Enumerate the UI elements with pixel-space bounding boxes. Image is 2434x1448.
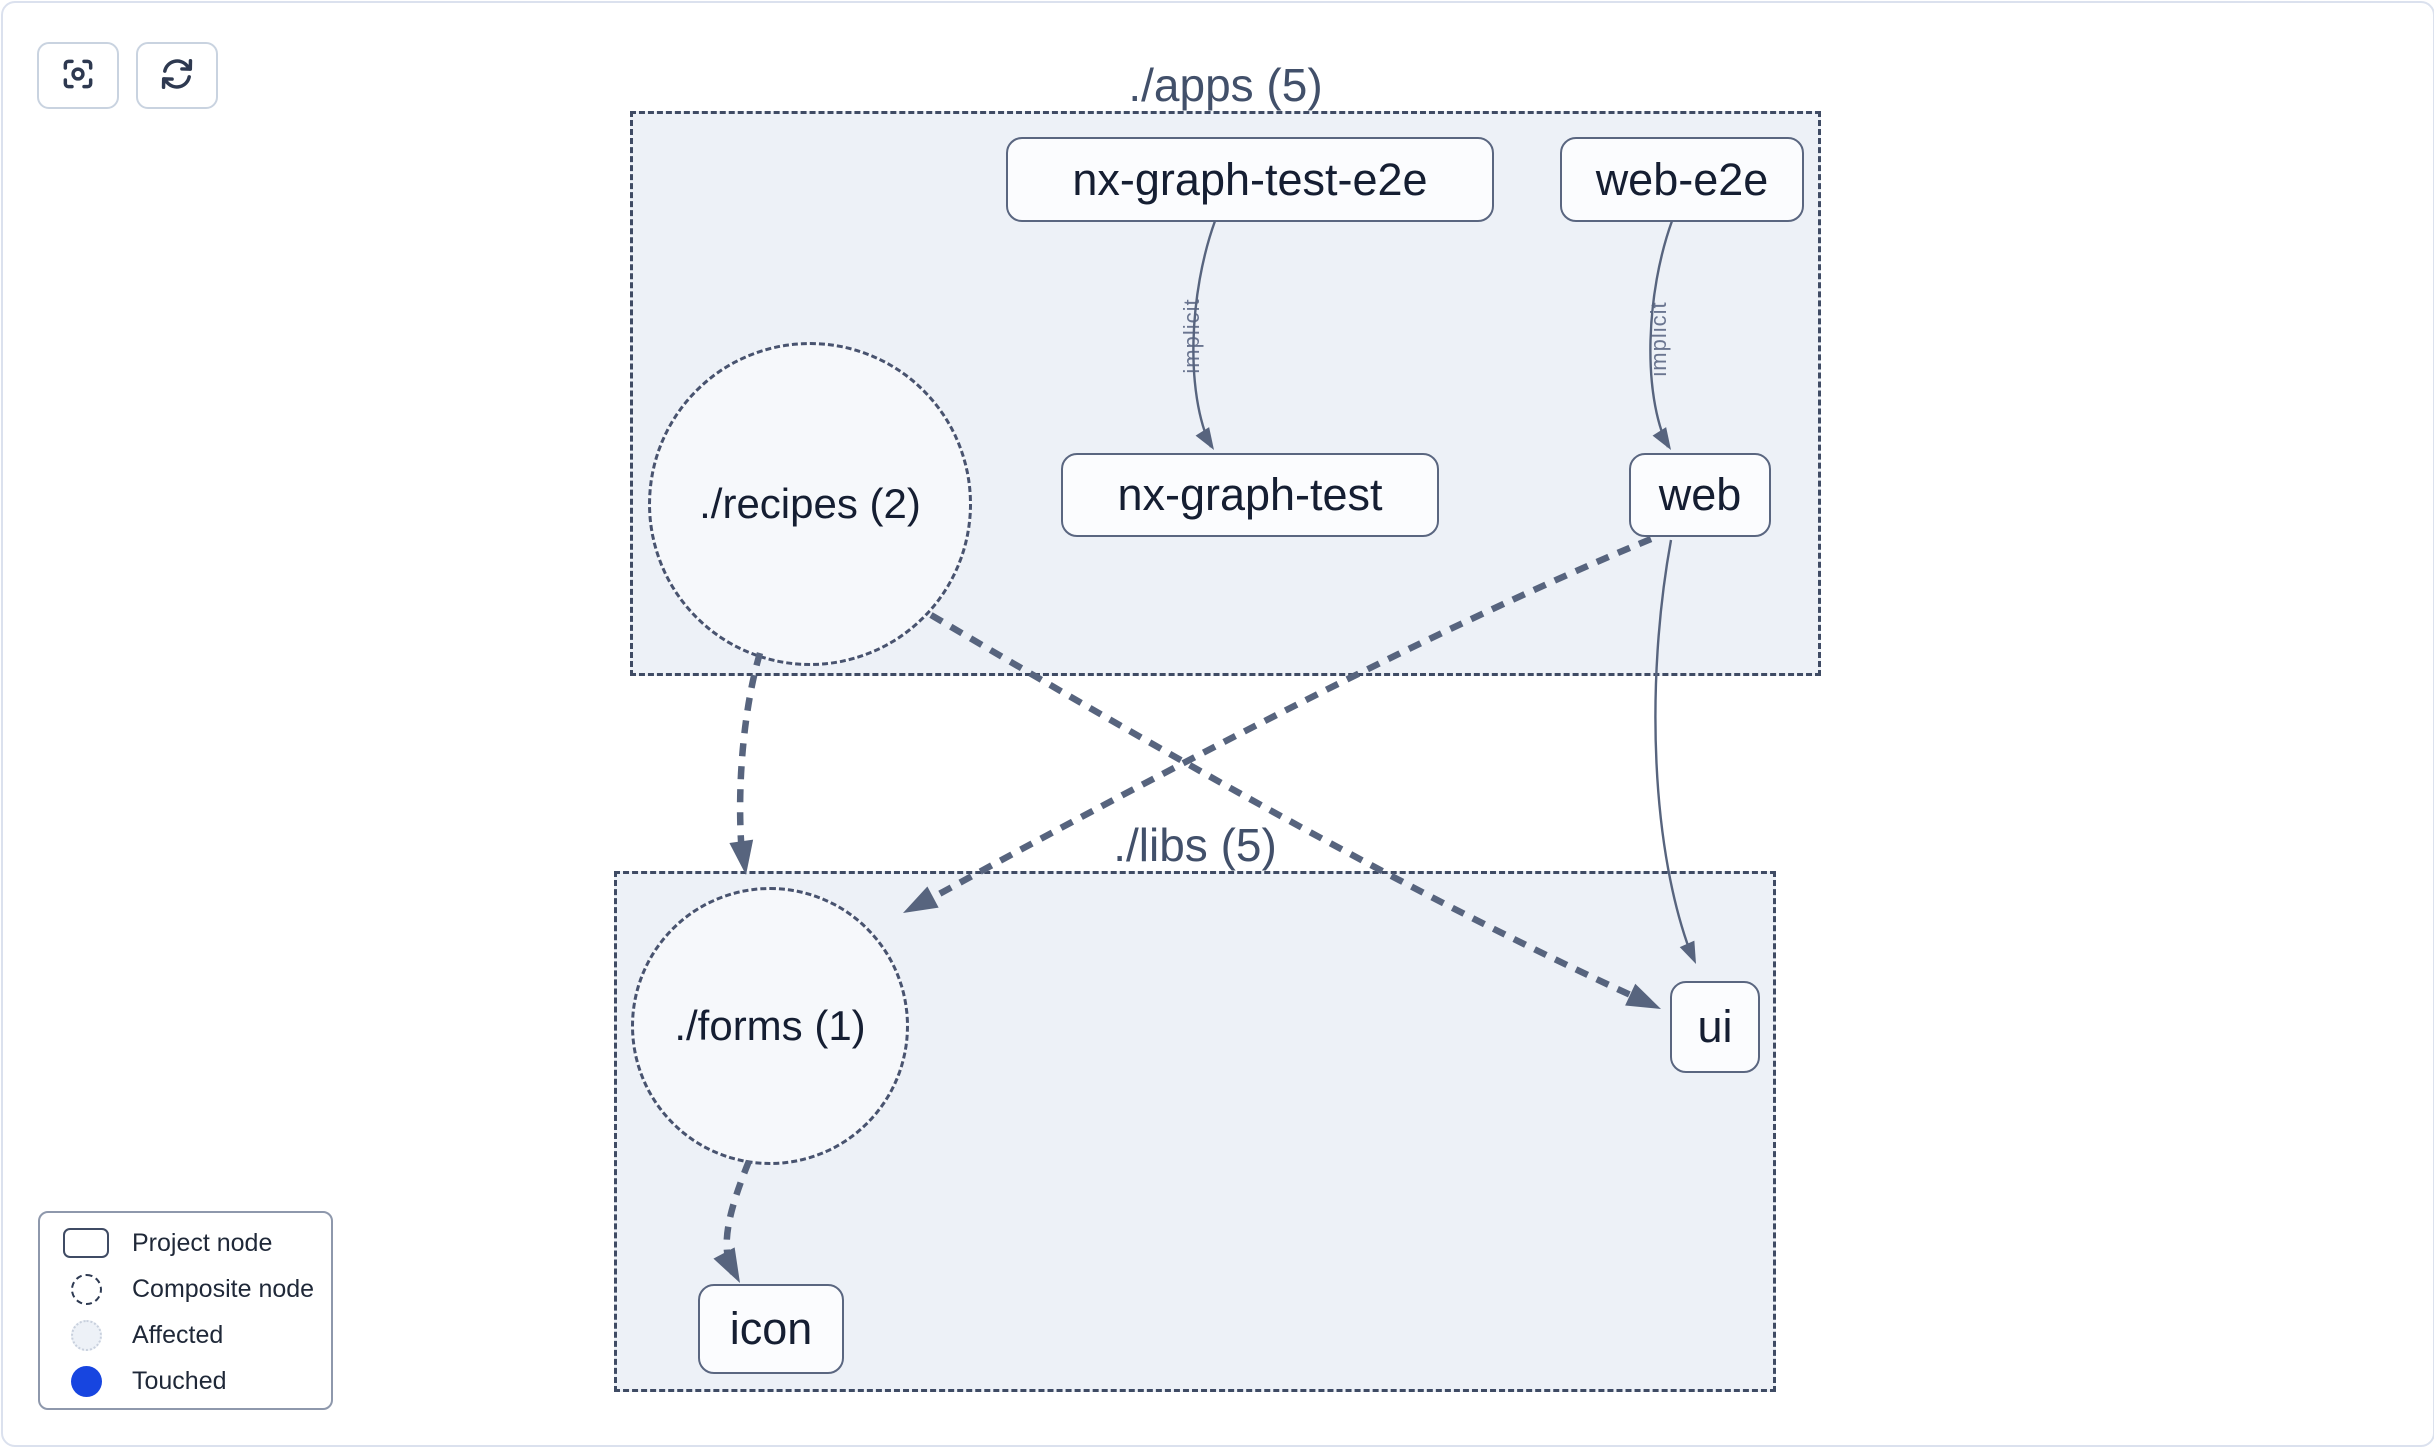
- legend-label: Touched: [132, 1366, 227, 1395]
- legend-label: Project node: [132, 1228, 273, 1257]
- composite-node-forms-label: ./forms (1): [674, 1002, 866, 1049]
- node-label: icon: [729, 1303, 813, 1354]
- composite-node-recipes[interactable]: ./recipes (2): [648, 342, 972, 666]
- node-label: ui: [1697, 1001, 1733, 1052]
- node-icon[interactable]: icon: [698, 1284, 844, 1374]
- node-ui[interactable]: ui: [1670, 981, 1760, 1073]
- touched-swatch-icon: [40, 1365, 132, 1397]
- composite-node-recipes-label: ./recipes (2): [699, 480, 921, 527]
- node-nx-graph-test-e2e[interactable]: nx-graph-test-e2e: [1006, 137, 1494, 222]
- group-libs-label: ./libs (5): [1113, 819, 1277, 871]
- node-label: nx-graph-test: [1117, 469, 1383, 520]
- legend-item-affected: Affected: [40, 1312, 331, 1358]
- node-web[interactable]: web: [1629, 453, 1771, 537]
- node-nx-graph-test[interactable]: nx-graph-test: [1061, 453, 1439, 537]
- legend-item-composite-node: Composite node: [40, 1266, 331, 1312]
- node-label: nx-graph-test-e2e: [1072, 153, 1428, 205]
- legend-label: Affected: [132, 1320, 224, 1349]
- node-web-e2e[interactable]: web-e2e: [1560, 137, 1804, 222]
- project-node-swatch-icon: [40, 1228, 132, 1258]
- scan-focus-icon: [59, 55, 97, 96]
- legend-item-project-node: Project node: [40, 1220, 331, 1266]
- affected-swatch-icon: [40, 1319, 132, 1351]
- composite-node-swatch-icon: [40, 1273, 132, 1305]
- legend-item-touched: Touched: [40, 1358, 331, 1404]
- node-label: web: [1658, 469, 1742, 520]
- refresh-button[interactable]: [136, 42, 218, 109]
- composite-node-forms[interactable]: ./forms (1): [631, 887, 909, 1165]
- legend: Project node Composite node Affected Tou…: [38, 1211, 333, 1410]
- refresh-icon: [158, 55, 196, 96]
- group-apps-label: ./apps (5): [1128, 59, 1323, 111]
- node-label: web-e2e: [1595, 153, 1769, 205]
- legend-label: Composite node: [132, 1274, 315, 1303]
- edge-recipes-to-forms: [736, 652, 764, 856]
- focus-button[interactable]: [37, 42, 119, 109]
